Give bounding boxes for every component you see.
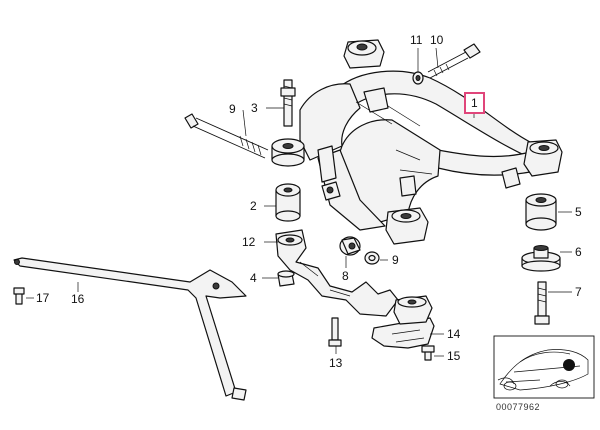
bolt-9-left bbox=[184, 113, 269, 159]
upper-left-bushing bbox=[271, 138, 305, 167]
callout-11[interactable]: 11 bbox=[410, 33, 423, 47]
bolt-15 bbox=[421, 345, 435, 361]
link-bracket-12 bbox=[275, 229, 399, 317]
mount-6 bbox=[521, 245, 561, 272]
callout-6[interactable]: 6 bbox=[575, 245, 582, 259]
callout-13[interactable]: 13 bbox=[329, 356, 343, 370]
washer-11 bbox=[412, 71, 424, 85]
callout-12[interactable]: 12 bbox=[242, 235, 256, 249]
callout-9-right[interactable]: 9 bbox=[392, 253, 399, 267]
strut-16 bbox=[13, 257, 247, 401]
callout-4[interactable]: 4 bbox=[250, 271, 257, 285]
nut-4 bbox=[277, 270, 295, 287]
bushing-8 bbox=[339, 236, 361, 256]
axle-carrier bbox=[299, 39, 563, 245]
leader-lines bbox=[26, 47, 572, 357]
callout-5[interactable]: 5 bbox=[575, 205, 582, 219]
callout-1[interactable]: 1 bbox=[464, 92, 485, 114]
stud-3 bbox=[280, 79, 296, 127]
callout-14[interactable]: 14 bbox=[447, 327, 461, 341]
washer-9 bbox=[364, 251, 380, 265]
callout-17[interactable]: 17 bbox=[36, 291, 50, 305]
callout-3[interactable]: 3 bbox=[251, 101, 258, 115]
callout-15[interactable]: 15 bbox=[447, 349, 461, 363]
document-number: 00077962 bbox=[496, 402, 541, 412]
bushing-2 bbox=[275, 183, 301, 222]
callout-10[interactable]: 10 bbox=[430, 33, 444, 47]
bolt-17 bbox=[13, 287, 25, 305]
vehicle-thumbnail bbox=[493, 335, 595, 399]
callout-7[interactable]: 7 bbox=[575, 285, 582, 299]
callout-9-left[interactable]: 9 bbox=[229, 102, 236, 116]
callout-16[interactable]: 16 bbox=[71, 292, 85, 306]
bolt-7 bbox=[534, 281, 550, 325]
bolt-13 bbox=[328, 317, 342, 347]
bracket-14 bbox=[371, 295, 435, 349]
callout-8[interactable]: 8 bbox=[342, 269, 349, 283]
bolt-10 bbox=[427, 43, 481, 79]
bushing-5 bbox=[525, 193, 557, 231]
callout-2[interactable]: 2 bbox=[250, 199, 257, 213]
